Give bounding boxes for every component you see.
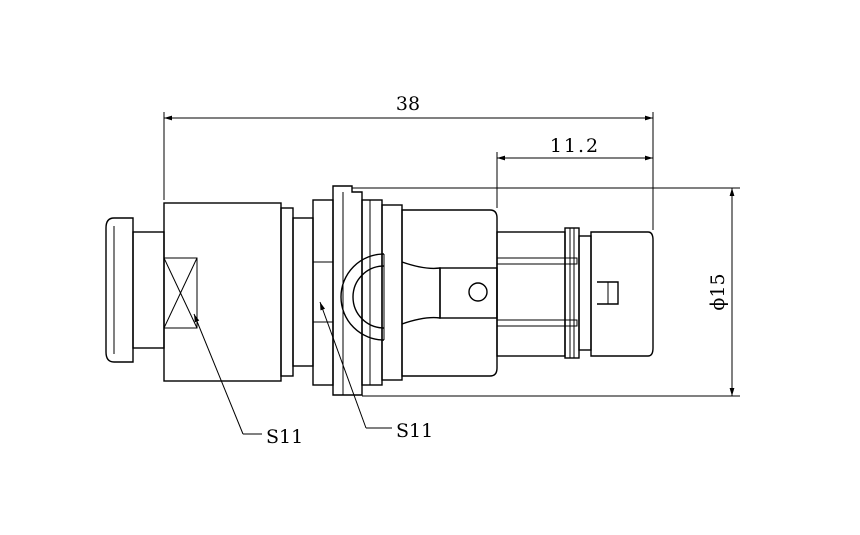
rear-cap [105, 217, 134, 363]
dimension-tail: 11.2 [496, 135, 653, 208]
collar [280, 207, 294, 377]
callout-wrench-flat-1-label: S11 [266, 426, 303, 448]
hex-section [312, 199, 334, 386]
front-tip [590, 231, 654, 357]
connector-body [105, 185, 654, 396]
callout-wrench-flat-1: S11 [193, 313, 303, 448]
rear-neck [132, 231, 165, 349]
dimension-overall: 38 [163, 93, 654, 230]
dimension-diameter: ϕ15 [352, 187, 740, 397]
flange [332, 185, 363, 396]
sleeve [401, 209, 498, 377]
dimension-diameter-label: ϕ15 [707, 273, 729, 310]
main-nut [163, 202, 282, 382]
dimension-tail-label: 11.2 [550, 135, 600, 157]
dimension-overall-label: 38 [396, 93, 420, 115]
ball-joint [340, 253, 441, 341]
callout-wrench-flat-2: S11 [319, 301, 433, 442]
wrench-flat-symbol [163, 257, 198, 329]
ring-section [361, 199, 383, 386]
coupling-ring [564, 227, 580, 359]
callout-wrench-flat-2-label: S11 [396, 420, 433, 442]
pin-hole [468, 282, 488, 302]
